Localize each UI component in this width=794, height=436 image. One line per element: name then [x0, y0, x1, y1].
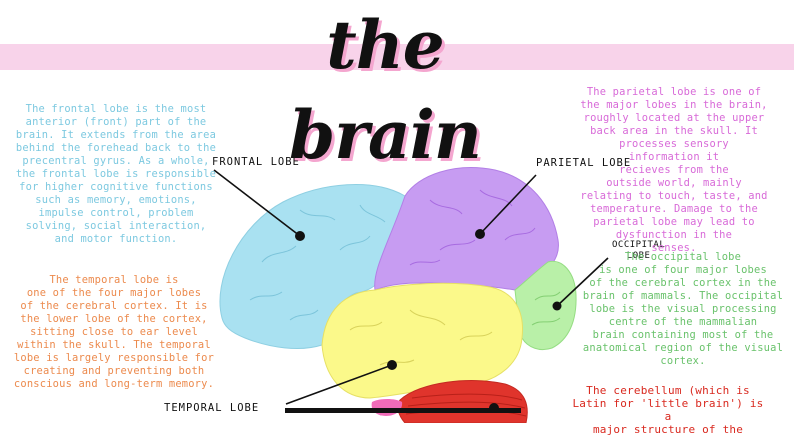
occipital-lobe-label: OCCIPITAL LOBE [612, 240, 666, 261]
sulci [249, 189, 561, 366]
bottom-bar [285, 408, 521, 413]
page-title: the brain [289, 6, 482, 174]
cerebellum-description: The cerebellum (which is Latin for 'litt… [572, 384, 764, 436]
occipital-pointer-line [556, 257, 609, 307]
brain-diagram [213, 167, 609, 423]
pointer-lines [213, 169, 609, 405]
temporal-lobe-description: The temporal lobe is one of the four maj… [13, 274, 215, 390]
parietal-lobe [374, 167, 559, 291]
temporal-lobe-label: TEMPORAL LOBE [164, 402, 260, 414]
temporal-dot [387, 360, 397, 370]
title-band [0, 44, 794, 70]
frontal-pointer-line [213, 169, 301, 237]
frontal-lobe-label: FRONTAL LOBE [212, 156, 300, 168]
occipital-dot [552, 301, 562, 311]
occipital-lobe-description: The occipital lobe is one of four major … [582, 251, 784, 367]
brainstem [371, 399, 403, 416]
parietal-lobe-label: PARIETAL LOBE [536, 157, 632, 169]
temporal-pointer-line [285, 364, 393, 405]
parietal-dot [475, 229, 485, 239]
frontal-lobe-description: The frontal lobe is the most anterior (f… [15, 103, 217, 245]
parietal-pointer-line [479, 174, 537, 235]
frontal-dot [295, 231, 305, 241]
occipital-lobe [514, 260, 577, 351]
temporal-lobe [321, 282, 524, 399]
parietal-lobe-description: The parietal lobe is one of the major lo… [580, 86, 768, 254]
